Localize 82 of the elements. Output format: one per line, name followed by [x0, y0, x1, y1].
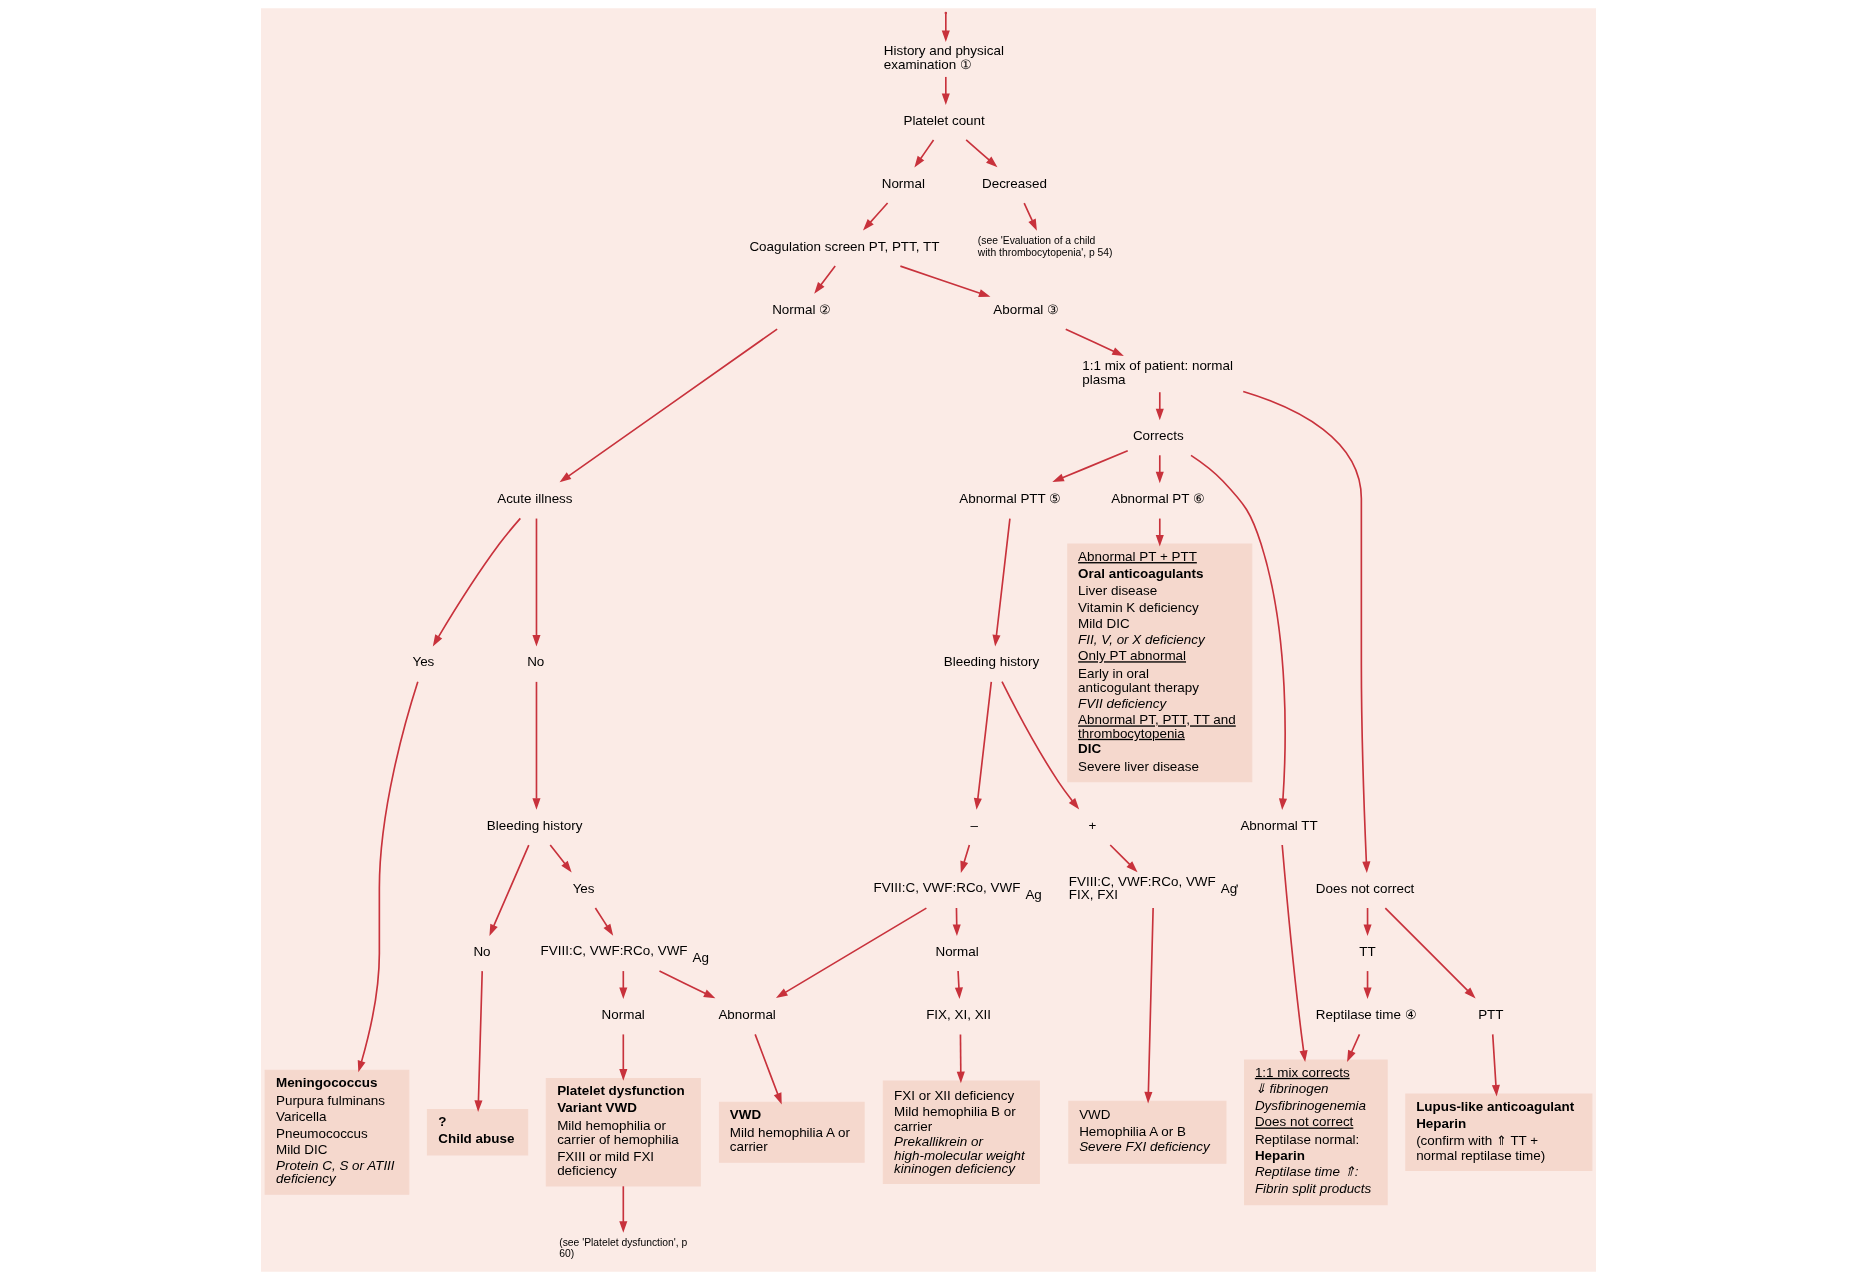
node-text: Decreased — [981, 175, 1047, 191]
node-text: Acute illness — [496, 491, 573, 507]
arrow — [913, 139, 934, 168]
arrow — [1064, 328, 1124, 356]
node-text: No — [472, 943, 491, 959]
arrow — [956, 1033, 965, 1084]
node-text: Yes — [411, 654, 434, 670]
node-box: VWD Hemophilia A or B Severe FXI deficiency — [1067, 1100, 1226, 1164]
node-text: Bleeding history — [486, 817, 582, 833]
node-text: PTT — [1477, 1006, 1504, 1022]
node-text: Normal — [601, 1006, 645, 1022]
arrow — [775, 907, 927, 998]
node-text: Coagulation screen PT, PTT, TT — [748, 238, 939, 254]
node-text: Abnormal — [717, 1006, 776, 1022]
node-text: 1:1 mix of patient: normal plasma — [1081, 357, 1233, 388]
node-box: 1:1 mix corrects ⇓ fibrinogen Dysfibrinogenemia Does not correct Reptilase normal: Heparin Reptilase time ⇑: Fibrin split products — [1243, 1059, 1388, 1206]
arrow — [973, 681, 992, 810]
node-text: Bleeding history — [943, 654, 1039, 670]
arrow — [941, 13, 950, 42]
arrow — [559, 328, 778, 483]
node-box: FXI or XII deficiency Mild hemophilia B or carrier Prekallikrein or high-molecular weight kininogen deficiency — [882, 1080, 1040, 1184]
arrow — [618, 1185, 627, 1233]
arrow — [1241, 390, 1370, 874]
node-text: Abormal ③ — [992, 302, 1059, 317]
arrow — [941, 76, 950, 105]
node-text: Abnormal PT ⑥ — [1110, 491, 1205, 507]
node-text: TT — [1358, 943, 1376, 959]
node-text: Corrects — [1132, 428, 1184, 444]
node-box: ? Child abuse — [426, 1109, 528, 1156]
node-text: Normal — [881, 175, 925, 191]
node-text: Abnormal TT — [1239, 817, 1318, 833]
arrow — [1189, 454, 1287, 811]
arrow — [991, 517, 1011, 647]
node-text: Reptilase time ④ — [1315, 1006, 1417, 1022]
arrow — [1384, 907, 1476, 999]
node-text: (see 'Evaluation of a child with thrombocytopenia', p 54) — [977, 235, 1112, 258]
arrow — [753, 1033, 782, 1105]
arrow — [473, 970, 483, 1112]
node-text: Abnormal PTT ⑤ — [958, 491, 1061, 507]
arrow — [594, 907, 613, 936]
arrow — [531, 517, 541, 647]
arrow — [488, 844, 530, 936]
arrow — [1491, 1033, 1500, 1097]
arrow — [1000, 680, 1079, 810]
arrow — [1155, 391, 1164, 421]
node-text: + — [1087, 817, 1096, 833]
arrow — [813, 265, 836, 294]
node-box: VWD Mild hemophilia A or carrier — [718, 1101, 865, 1163]
node-box: Lupus-like anticoagulant Heparin (confirm with ⇑ TT + normal reptilase time) — [1404, 1093, 1592, 1172]
arrow — [959, 844, 970, 873]
arrow — [964, 139, 997, 168]
arrow — [1051, 450, 1129, 482]
arrow — [548, 844, 572, 873]
node-text: Normal ② — [771, 302, 831, 317]
arrow — [899, 265, 990, 297]
arrow — [1155, 454, 1164, 484]
arrow — [1346, 1033, 1360, 1062]
node-box: Meningococcus Purpura fulminans Varicella Pneumococcus Mild DIC Protein C, S or ATIII deficiency — [264, 1069, 409, 1195]
node-text: (see 'Platelet dysfunction', p 60) — [558, 1236, 687, 1260]
node-text: History and physical examination ① — [883, 42, 1004, 73]
node-box: Abnormal PT + PTT Oral anticoagulants Liver disease Vitamin K deficiency Mild DIC FII, V, or X deficiency Only PT abnormal Early in oral anticogulant therapy FVII deficiency Abnormal PT, PTT, TT and thrombocytopenia DIC Severe liver disease — [1066, 543, 1252, 783]
arrow — [531, 681, 541, 810]
node-box: Platelet dysfunction Variant VWD Mild hemophilia or carrier of hemophilia FXIII or mild FXI deficiency — [545, 1078, 701, 1187]
arrow — [1022, 202, 1037, 231]
arrow — [1108, 844, 1138, 873]
arrow — [862, 202, 888, 231]
node-text: FIX, XI, XII — [925, 1006, 991, 1022]
arrow — [357, 680, 419, 1073]
arrow — [1280, 844, 1308, 1063]
arrow — [954, 970, 963, 1000]
arrow — [658, 970, 715, 999]
arrow — [618, 970, 627, 1000]
node-text: Does not correct — [1315, 880, 1414, 896]
node-text: No — [526, 654, 544, 670]
node-text: Yes — [572, 880, 595, 896]
arrow — [432, 517, 521, 647]
node-text: Platelet count — [902, 112, 985, 128]
arrow — [1143, 907, 1154, 1104]
arrow — [1155, 517, 1164, 547]
arrow — [618, 1033, 627, 1081]
node-text: – — [970, 817, 978, 833]
node-text: Normal — [934, 943, 979, 959]
